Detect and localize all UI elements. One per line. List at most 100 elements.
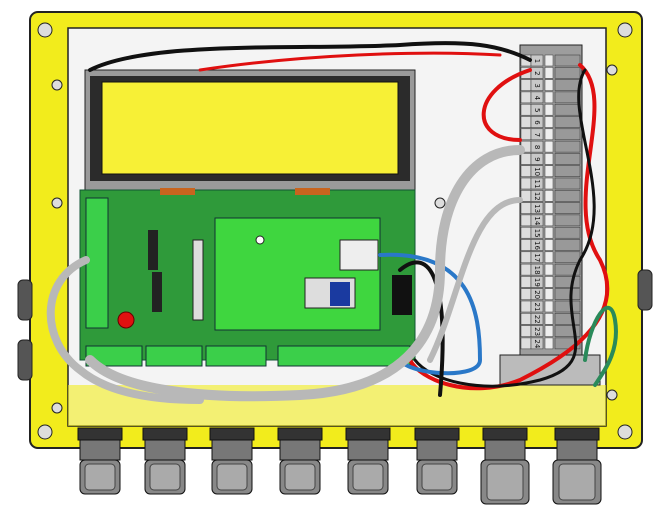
terminal-label-tab <box>530 103 544 116</box>
terminal-screw <box>544 226 554 239</box>
terminal-slot <box>520 300 532 313</box>
terminal-number: 22 <box>533 315 541 324</box>
terminal-screw <box>544 177 554 190</box>
terminal-screw <box>544 190 554 202</box>
terminal-20: 20 <box>520 288 581 300</box>
terminal-number: 8 <box>533 145 541 149</box>
terminal-number: 3 <box>533 83 541 87</box>
terminal-slot <box>520 165 532 177</box>
terminal-5: 5 <box>520 103 581 116</box>
terminal-number: 23 <box>533 327 541 336</box>
terminal-clamp <box>554 190 581 202</box>
terminal-screw <box>544 103 554 116</box>
terminal-label-tab <box>530 116 544 128</box>
terminal-number: 16 <box>533 241 541 250</box>
terminal-label-tab <box>530 313 544 325</box>
terminal-slot <box>520 313 532 325</box>
terminal-slot <box>520 263 532 276</box>
terminal-3: 3 <box>520 79 581 91</box>
terminal-number: 17 <box>533 253 541 262</box>
terminal-slot <box>520 116 532 128</box>
terminal-screw <box>544 313 554 325</box>
terminal-label-tab <box>530 214 544 227</box>
terminal-clamp <box>554 165 581 177</box>
terminal-number: 5 <box>533 108 541 112</box>
lcd-connector-left <box>160 188 195 195</box>
cable-gland <box>480 427 530 505</box>
terminal-label-tab <box>530 276 544 288</box>
terminal-slot <box>520 153 532 165</box>
terminal-slot <box>520 288 532 300</box>
terminal-13: 13 <box>520 202 581 214</box>
terminal-slot <box>520 79 532 91</box>
wiring <box>46 41 618 404</box>
terminal-number: 1 <box>533 59 541 63</box>
side-glands <box>17 269 653 381</box>
terminal-number: 4 <box>533 96 541 101</box>
lcd-screen <box>101 81 399 175</box>
lcd-connector-right <box>295 188 330 195</box>
terminal-screw <box>544 116 554 128</box>
terminal-clamp <box>554 214 581 227</box>
terminal-clamp <box>554 140 581 153</box>
terminal-23: 23 <box>520 325 581 337</box>
wire-black-twisted <box>413 68 596 388</box>
terminal-screw <box>544 202 554 214</box>
terminal-screw <box>544 67 554 79</box>
black-connector <box>392 275 412 315</box>
terminal-screw <box>544 251 554 264</box>
terminal-screw <box>544 263 554 276</box>
terminal-clamp <box>554 226 581 239</box>
terminal-label-tab <box>530 325 544 337</box>
terminal-16: 16 <box>520 239 581 251</box>
chip <box>148 230 158 270</box>
terminal-number: 20 <box>533 290 541 299</box>
terminal-number: 15 <box>533 229 541 238</box>
terminal-number: 13 <box>533 204 541 213</box>
terminal-label-tab <box>530 300 544 313</box>
terminal-label-tab <box>530 67 544 79</box>
terminal-screw <box>544 128 554 141</box>
sub-board-hole <box>255 235 265 245</box>
terminal-number: 2 <box>533 71 541 75</box>
terminal-clamp <box>554 128 581 141</box>
cable-gland <box>142 427 188 495</box>
terminal-screw <box>544 239 554 251</box>
wire-black <box>88 41 532 72</box>
terminal-label-tab <box>530 165 544 177</box>
terminal-screw <box>544 214 554 227</box>
terminal-screw <box>544 337 554 350</box>
terminal-number: 19 <box>533 278 541 287</box>
terminal-number: 6 <box>533 120 541 125</box>
terminal-slot <box>520 325 532 337</box>
terminal-label-tab <box>530 153 544 165</box>
terminal-screw <box>544 165 554 177</box>
pcb-bottom-terminals <box>85 345 411 367</box>
terminal-clamp <box>554 276 581 288</box>
terminal-clamp <box>554 313 581 325</box>
cable-glands <box>77 427 602 505</box>
terminal-clamp <box>554 263 581 276</box>
terminal-screw <box>544 91 554 104</box>
terminal-label-tab <box>530 239 544 251</box>
terminal-19: 19 <box>520 276 581 288</box>
terminal-clamp <box>554 54 581 67</box>
terminal-screw <box>544 288 554 300</box>
wire-gray-bundle <box>46 256 204 404</box>
terminal-4: 4 <box>520 91 581 104</box>
cable-gland <box>277 427 323 495</box>
terminal-number: 11 <box>533 180 541 189</box>
terminal-clamp <box>554 153 581 165</box>
terminal-slot <box>520 276 532 288</box>
terminal-6: 6 <box>520 116 581 128</box>
terminal-clamp <box>554 288 581 300</box>
terminal-11: 11 <box>520 177 581 190</box>
terminal-label-tab <box>530 337 544 350</box>
terminal-8: 8 <box>520 140 581 153</box>
terminal-slot <box>520 202 532 214</box>
terminal-label-tab <box>530 177 544 190</box>
left-terminal-strip <box>85 197 109 329</box>
cable-gland <box>552 427 602 505</box>
terminal-clamp <box>554 325 581 337</box>
